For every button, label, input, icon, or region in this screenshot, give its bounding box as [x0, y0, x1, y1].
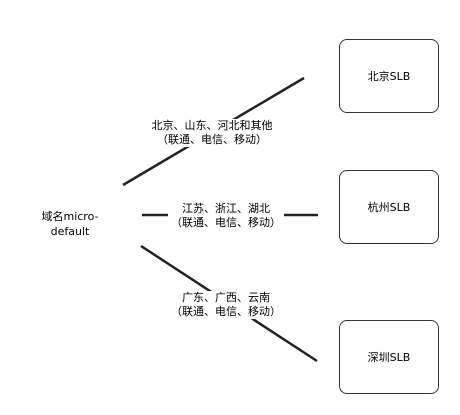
slb-label: 北京SLB [367, 70, 411, 83]
route-label-beijing: 北京、山东、河北和其他 （联通、电信、移动） [142, 119, 282, 147]
route-carriers: （联通、电信、移动） [157, 133, 267, 146]
route-regions: 广东、广西、云南 [182, 291, 270, 304]
slb-box-beijing: 北京SLB [339, 39, 439, 113]
slb-box-hangzhou: 杭州SLB [339, 170, 439, 244]
source-domain-label: 域名micro- default [30, 209, 110, 239]
route-regions: 北京、山东、河北和其他 [151, 119, 273, 132]
slb-box-shenzhen: 深圳SLB [339, 320, 439, 394]
route-carriers: （联通、电信、移动） [171, 216, 281, 229]
route-carriers: （联通、电信、移动） [171, 305, 281, 318]
route-regions: 江苏、浙江、湖北 [182, 202, 270, 215]
route-label-hangzhou: 江苏、浙江、湖北 （联通、电信、移动） [168, 202, 284, 230]
source-line2: default [50, 225, 90, 238]
slb-label: 杭州SLB [367, 201, 411, 214]
source-line1: 域名micro- [41, 210, 99, 223]
slb-label: 深圳SLB [367, 351, 411, 364]
route-label-shenzhen: 广东、广西、云南 （联通、电信、移动） [168, 291, 284, 319]
